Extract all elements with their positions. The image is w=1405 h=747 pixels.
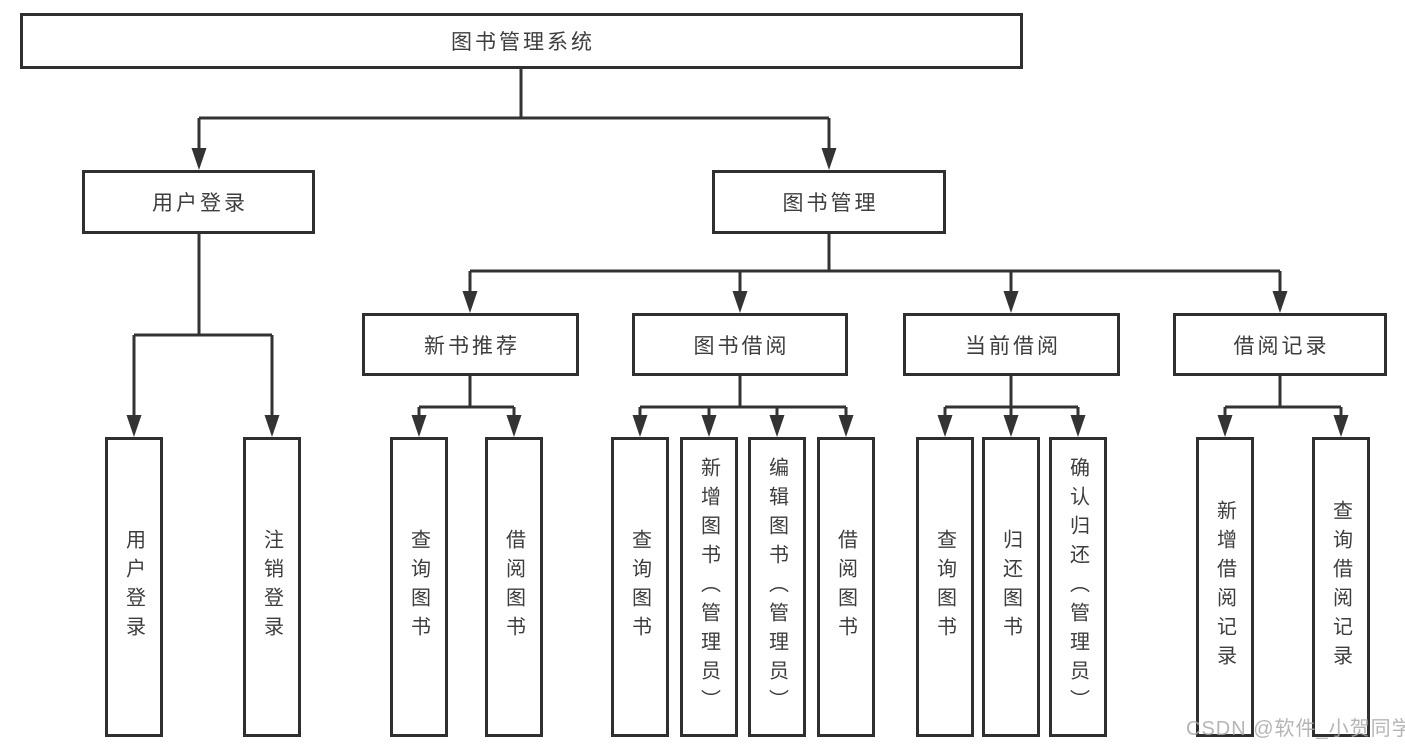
- node-leaf-current-query-books: 查询图书: [916, 437, 974, 737]
- arrowheads: [126, 148, 1349, 437]
- node-book-borrowing: 图书借阅: [632, 313, 848, 376]
- node-leaf-return-books: 归还图书: [982, 437, 1040, 737]
- node-borrowing-records: 借阅记录: [1173, 313, 1387, 376]
- node-leaf-add-books-admin: 新增图书（管理员）: [680, 437, 738, 737]
- node-leaf-borrow-books: 借阅图书: [817, 437, 875, 737]
- node-leaf-user-login: 用户登录: [105, 437, 163, 737]
- node-library-management-system: 图书管理系统: [20, 13, 1023, 69]
- node-leaf-confirm-return-admin: 确认归还（管理员）: [1049, 437, 1107, 737]
- node-leaf-add-borrow-record: 新增借阅记录: [1196, 437, 1254, 737]
- node-new-book-recommendation: 新书推荐: [362, 313, 579, 376]
- node-leaf-edit-books-admin: 编辑图书（管理员）: [748, 437, 806, 737]
- node-leaf-logout: 注销登录: [243, 437, 301, 737]
- node-leaf-recommend-borrow-books: 借阅图书: [485, 437, 543, 737]
- node-leaf-borrowing-query-books: 查询图书: [611, 437, 669, 737]
- node-leaf-recommend-query-books: 查询图书: [390, 437, 448, 737]
- node-user-login: 用户登录: [82, 170, 315, 234]
- node-leaf-query-borrow-record: 查询借阅记录: [1312, 437, 1370, 737]
- node-book-management: 图书管理: [712, 170, 946, 234]
- node-current-borrowing: 当前借阅: [903, 313, 1120, 376]
